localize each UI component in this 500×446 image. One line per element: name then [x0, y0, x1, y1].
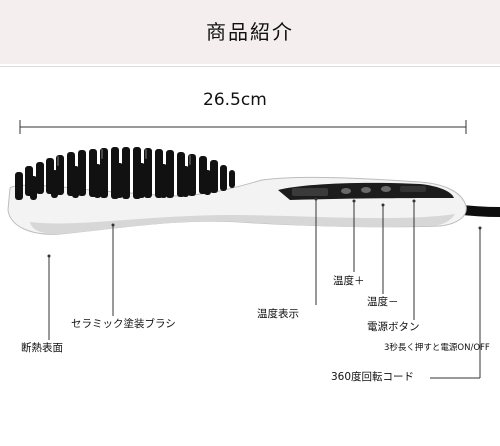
title-band — [0, 0, 500, 64]
bristle-field — [15, 147, 235, 200]
panel-slot — [400, 186, 426, 192]
temperature-display-screen — [292, 188, 328, 196]
temp-down-button — [341, 188, 351, 194]
label-power-button: 電源ボタン — [367, 321, 420, 333]
label-swivel-cord: 360度回転コード — [331, 371, 415, 383]
divider-rule — [0, 66, 500, 67]
label-insulated-surface: 断熱表面 — [21, 342, 63, 354]
temp-up-button — [361, 187, 371, 193]
length-dimension-label: 26.5cm — [203, 90, 267, 110]
page-title: 商品紹介 — [206, 20, 294, 44]
label-power-note: 3秒長く押すと電源ON/OFF — [384, 343, 490, 353]
power-button-icon — [381, 186, 391, 192]
label-temp-up: 温度＋ — [333, 275, 365, 287]
label-temp-display: 温度表示 — [257, 308, 299, 320]
leader-lines — [47, 197, 482, 379]
bristle-highlights — [57, 149, 191, 166]
label-ceramic-brush: セラミック塗装ブラシ — [71, 318, 176, 330]
label-temp-down: 温度－ — [367, 296, 399, 308]
dimension-line — [19, 120, 467, 134]
body-shadow — [30, 214, 455, 234]
